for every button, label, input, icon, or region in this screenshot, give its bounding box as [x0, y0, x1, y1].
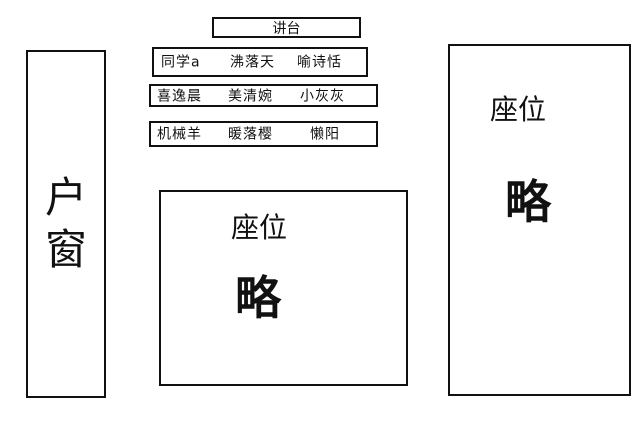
student-name: 同学a: [161, 54, 201, 71]
student-name: 喻诗恬: [297, 54, 342, 71]
desk-row-3: 机械羊 暖落樱 懒阳: [149, 121, 378, 147]
seat-label: 座位: [231, 211, 288, 244]
seat-label: 座位: [490, 93, 547, 126]
seat-area-right: 座位 略: [448, 44, 631, 396]
seat-omitted-mark: 略: [505, 175, 551, 229]
student-name: 沸落天: [230, 54, 275, 71]
seat-area-center: 座位 略: [159, 190, 408, 386]
student-name: 美清婉: [228, 88, 273, 105]
desk-row-2: 喜逸晨 美清婉 小灰灰: [149, 84, 378, 107]
student-name: 小灰灰: [300, 88, 345, 105]
desk-row-1: 同学a 沸落天 喻诗恬: [152, 47, 368, 77]
seat-omitted-mark: 略: [235, 271, 281, 325]
window-char-top: 户: [44, 172, 87, 222]
student-name: 机械羊: [157, 126, 202, 143]
window: 户 窗: [26, 50, 106, 398]
window-label: 户 窗: [28, 52, 104, 396]
podium: 讲台: [212, 17, 361, 38]
window-char-bottom: 窗: [44, 225, 87, 274]
podium-label: 讲台: [272, 20, 301, 37]
student-name: 喜逸晨: [157, 88, 202, 105]
student-name: 暖落樱: [228, 126, 273, 143]
student-name: 懒阳: [310, 126, 340, 143]
